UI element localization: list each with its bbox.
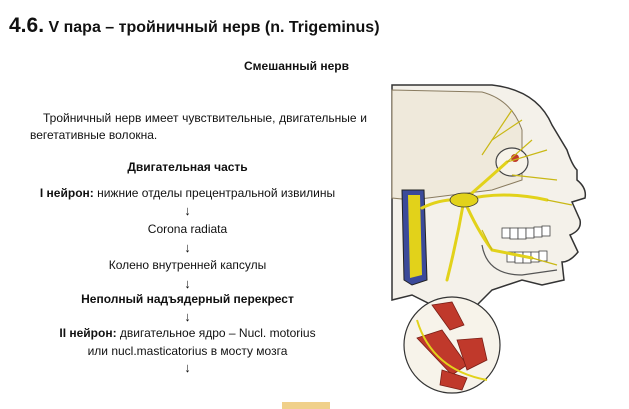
step-internal-capsule: Колено внутренней капсулы: [108, 258, 267, 272]
skull-vault: [391, 89, 523, 201]
neuron2-label: II нейрон:: [59, 326, 117, 340]
arrow-down-icon: ↓: [184, 240, 191, 255]
section-number: 4.6.: [9, 14, 45, 37]
footer-decoration: [282, 402, 330, 409]
neuron2-text-line2: или nucl.masticatorius в мосту мозга: [87, 344, 288, 358]
description-paragraph: Тройничный нерв имеет чувствительные, дв…: [30, 110, 367, 144]
section-title: V пара – тройничный нерв (n. Trigeminus): [48, 19, 380, 36]
arrow-down-icon: ↓: [184, 276, 191, 291]
orbit: [495, 147, 529, 177]
description-text: Тройничный нерв имеет чувствительные, дв…: [30, 111, 367, 142]
upper-teeth: [501, 225, 551, 240]
neuron1-text: нижние отделы прецентральной извилины: [93, 186, 336, 200]
step-decussation: Неполный надъядерный перекрест: [81, 292, 294, 306]
trigeminal-nerve-illustration: [391, 84, 587, 394]
masticatory-muscles: [416, 301, 488, 391]
neuron1-label: I нейрон:: [39, 186, 94, 200]
page-title: 4.6. V пара – тройничный нерв (n. Trigem…: [9, 14, 380, 38]
subtitle: Смешанный нерв: [244, 59, 349, 73]
mandible: [481, 244, 558, 276]
arrow-down-icon: ↓: [184, 309, 191, 324]
arrow-down-icon: ↓: [184, 203, 191, 218]
trigeminal-ganglion: [449, 192, 479, 208]
neuron2-text: двигательное ядро – Nucl. motorius: [116, 326, 316, 340]
step-corona-radiata: Corona radiata: [147, 222, 228, 236]
motor-heading: Двигательная часть: [127, 160, 248, 174]
arrow-down-icon: ↓: [184, 360, 191, 375]
